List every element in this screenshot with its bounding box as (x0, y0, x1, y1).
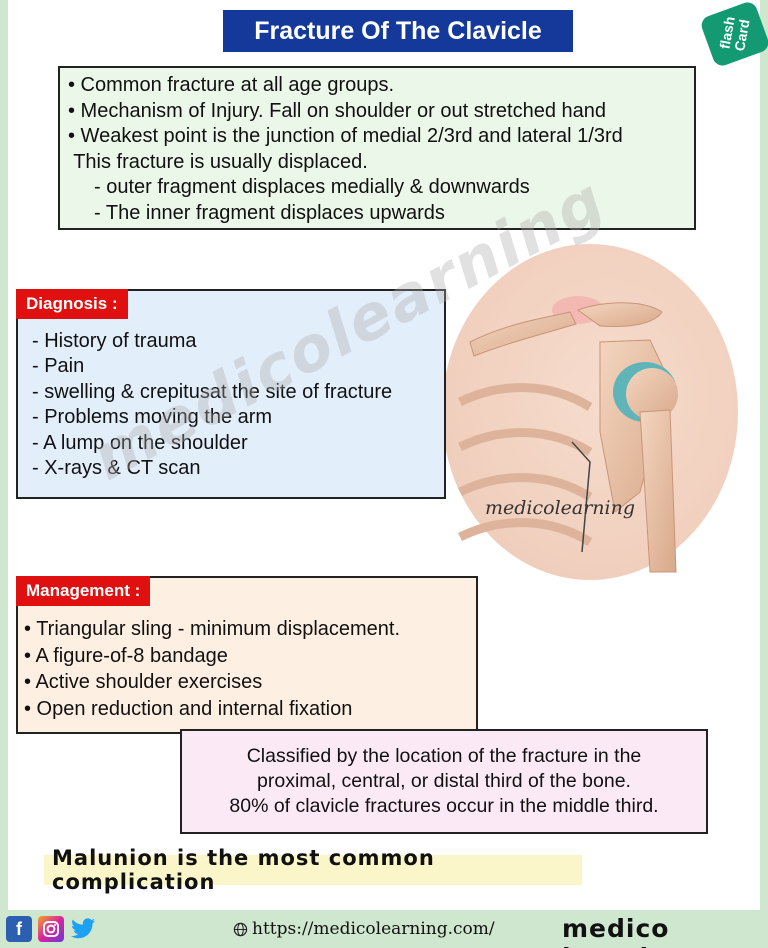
shoulder-illustration: medicolearning (442, 244, 738, 580)
intro-bullet: • Mechanism of Injury. Fall on shoulder … (68, 99, 607, 122)
globe-icon (233, 922, 248, 936)
brand-logo: medico learning (562, 914, 686, 948)
list-item: - X-rays & CT scan (32, 457, 201, 480)
list-item: • Open reduction and internal fixation (24, 697, 353, 720)
illustration-label: medicolearning (485, 497, 635, 519)
right-border (760, 0, 768, 948)
social-links: f (6, 916, 96, 942)
diagnosis-list: - History of trauma - Pain - swelling & … (32, 329, 392, 481)
intro-sub: - outer fragment displaces medially & do… (94, 176, 530, 199)
list-item: • Triangular sling - minimum displacemen… (24, 618, 401, 640)
footer: f https://medicolearning.com/ medico lea… (0, 910, 768, 948)
intro-bullet: • Weakest point is the junction of media… (68, 125, 623, 148)
diagnosis-tag: Diagnosis : (16, 289, 128, 319)
intro-bullet: • Common fracture at all age groups. (68, 74, 395, 96)
classification-line: proximal, central, or distal third of th… (257, 770, 631, 792)
list-item: • A figure-of-8 bandage (24, 644, 228, 667)
website-link[interactable]: https://medicolearning.com/ (233, 919, 495, 939)
list-item: - History of trauma (32, 330, 197, 352)
intro-note: This fracture is usually displaced. (68, 150, 368, 173)
page-title: Fracture Of The Clavicle (223, 10, 573, 52)
list-item: - Problems moving the arm (32, 406, 273, 429)
twitter-icon[interactable] (70, 916, 96, 942)
list-item: • Active shoulder exercises (24, 671, 263, 693)
classification-line: Classified by the location of the fractu… (246, 745, 642, 767)
flash-card-label: flash Card (716, 15, 753, 53)
diagnosis-box: Diagnosis : - History of trauma - Pain -… (16, 289, 446, 499)
flash-card-badge: flash Card (698, 0, 768, 69)
left-border (0, 0, 8, 948)
management-list: • Triangular sling - minimum displacemen… (24, 616, 400, 722)
list-item: - Pain (32, 355, 85, 378)
complication-banner: Malunion is the most common complication (44, 846, 582, 894)
intro-box: • Common fracture at all age groups. • M… (58, 66, 696, 230)
management-tag: Management : (16, 576, 151, 606)
list-item: - A lump on the shoulder (32, 431, 248, 454)
management-box: Management : • Triangular sling - minimu… (16, 576, 478, 734)
facebook-icon[interactable]: f (6, 916, 32, 942)
intro-sub: - The inner fragment displaces upwards (94, 201, 445, 224)
list-item: - swelling & crepitusat the site of frac… (32, 380, 393, 403)
classification-line: 80% of clavicle fractures occur in the m… (229, 795, 659, 817)
classification-box: Classified by the location of the fractu… (180, 729, 708, 834)
instagram-icon[interactable] (38, 916, 64, 942)
website-url: https://medicolearning.com/ (252, 919, 495, 939)
